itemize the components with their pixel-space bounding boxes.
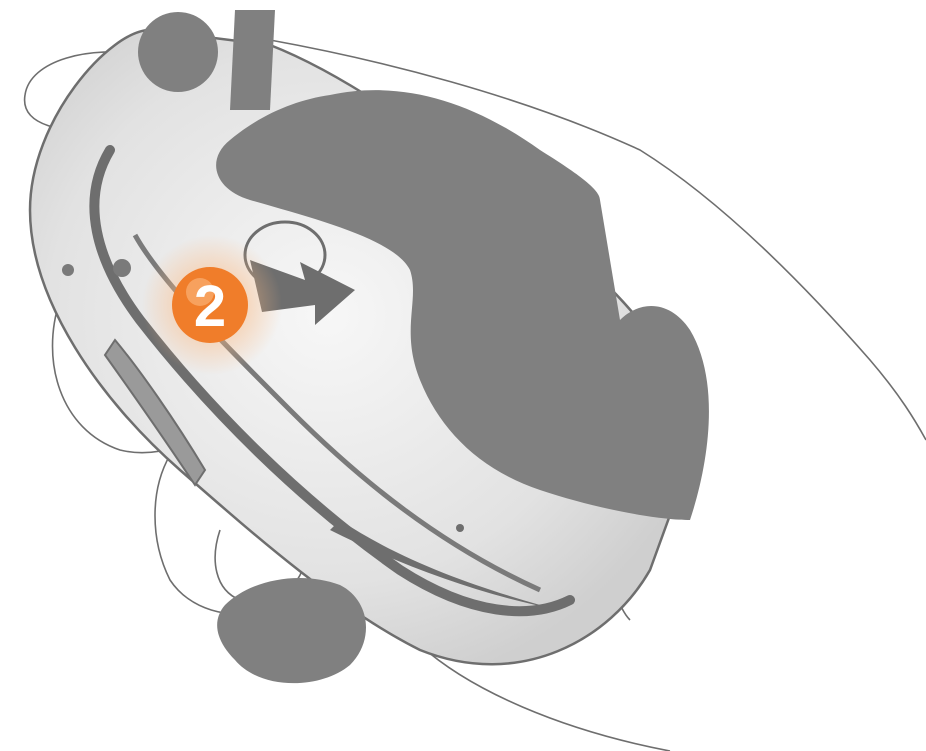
knuckle-shadow-icon (217, 578, 366, 683)
step-badge-number: 2 (194, 274, 226, 339)
step-badge: 2 (142, 235, 282, 375)
fingertip-icon (138, 12, 218, 92)
finger-stub-icon (230, 10, 275, 110)
